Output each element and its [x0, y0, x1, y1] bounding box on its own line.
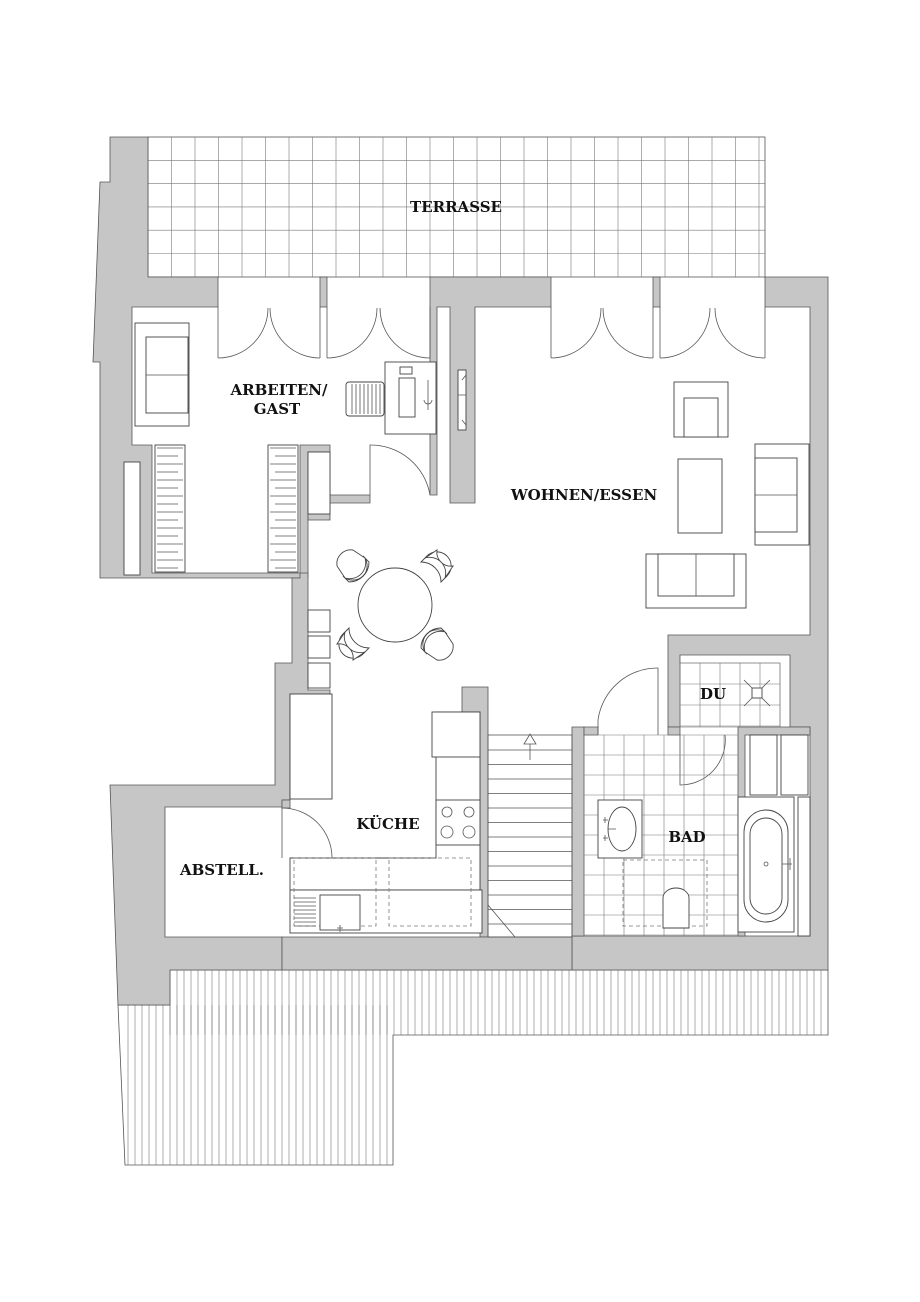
label-abstell: ABSTELL.: [179, 861, 264, 879]
kitchen-counter: [289, 693, 483, 934]
label-du: DU: [700, 685, 726, 703]
coffee-table: [677, 458, 723, 534]
label-wohnen-essen: WOHNEN/ESSEN: [510, 486, 658, 504]
shower: [679, 662, 781, 728]
sofa-bed: [134, 322, 190, 427]
label-terrasse: TERRASSE: [410, 198, 502, 216]
label-bad: BAD: [668, 828, 705, 846]
shelf-left: [123, 444, 299, 576]
niche-boxes: [307, 451, 331, 689]
cabinet-pillar: [457, 369, 467, 431]
interior-doors: [281, 444, 726, 859]
office-chair: [345, 381, 385, 417]
staircase: [487, 733, 573, 938]
balcony-deck: [117, 969, 829, 1166]
terrace-doors: [217, 307, 766, 359]
bathroom: [583, 734, 811, 937]
sofa-right: [754, 443, 810, 546]
sofa-bottom: [645, 553, 747, 609]
terrace-tiles: [147, 136, 766, 278]
armchair: [673, 381, 729, 438]
dining-table: [336, 549, 454, 661]
label-arbeiten-line2: GAST: [254, 400, 301, 418]
label-kueche: KÜCHE: [356, 814, 419, 833]
desk: [384, 361, 437, 435]
label-arbeiten-line1: ARBEITEN/: [229, 381, 328, 399]
